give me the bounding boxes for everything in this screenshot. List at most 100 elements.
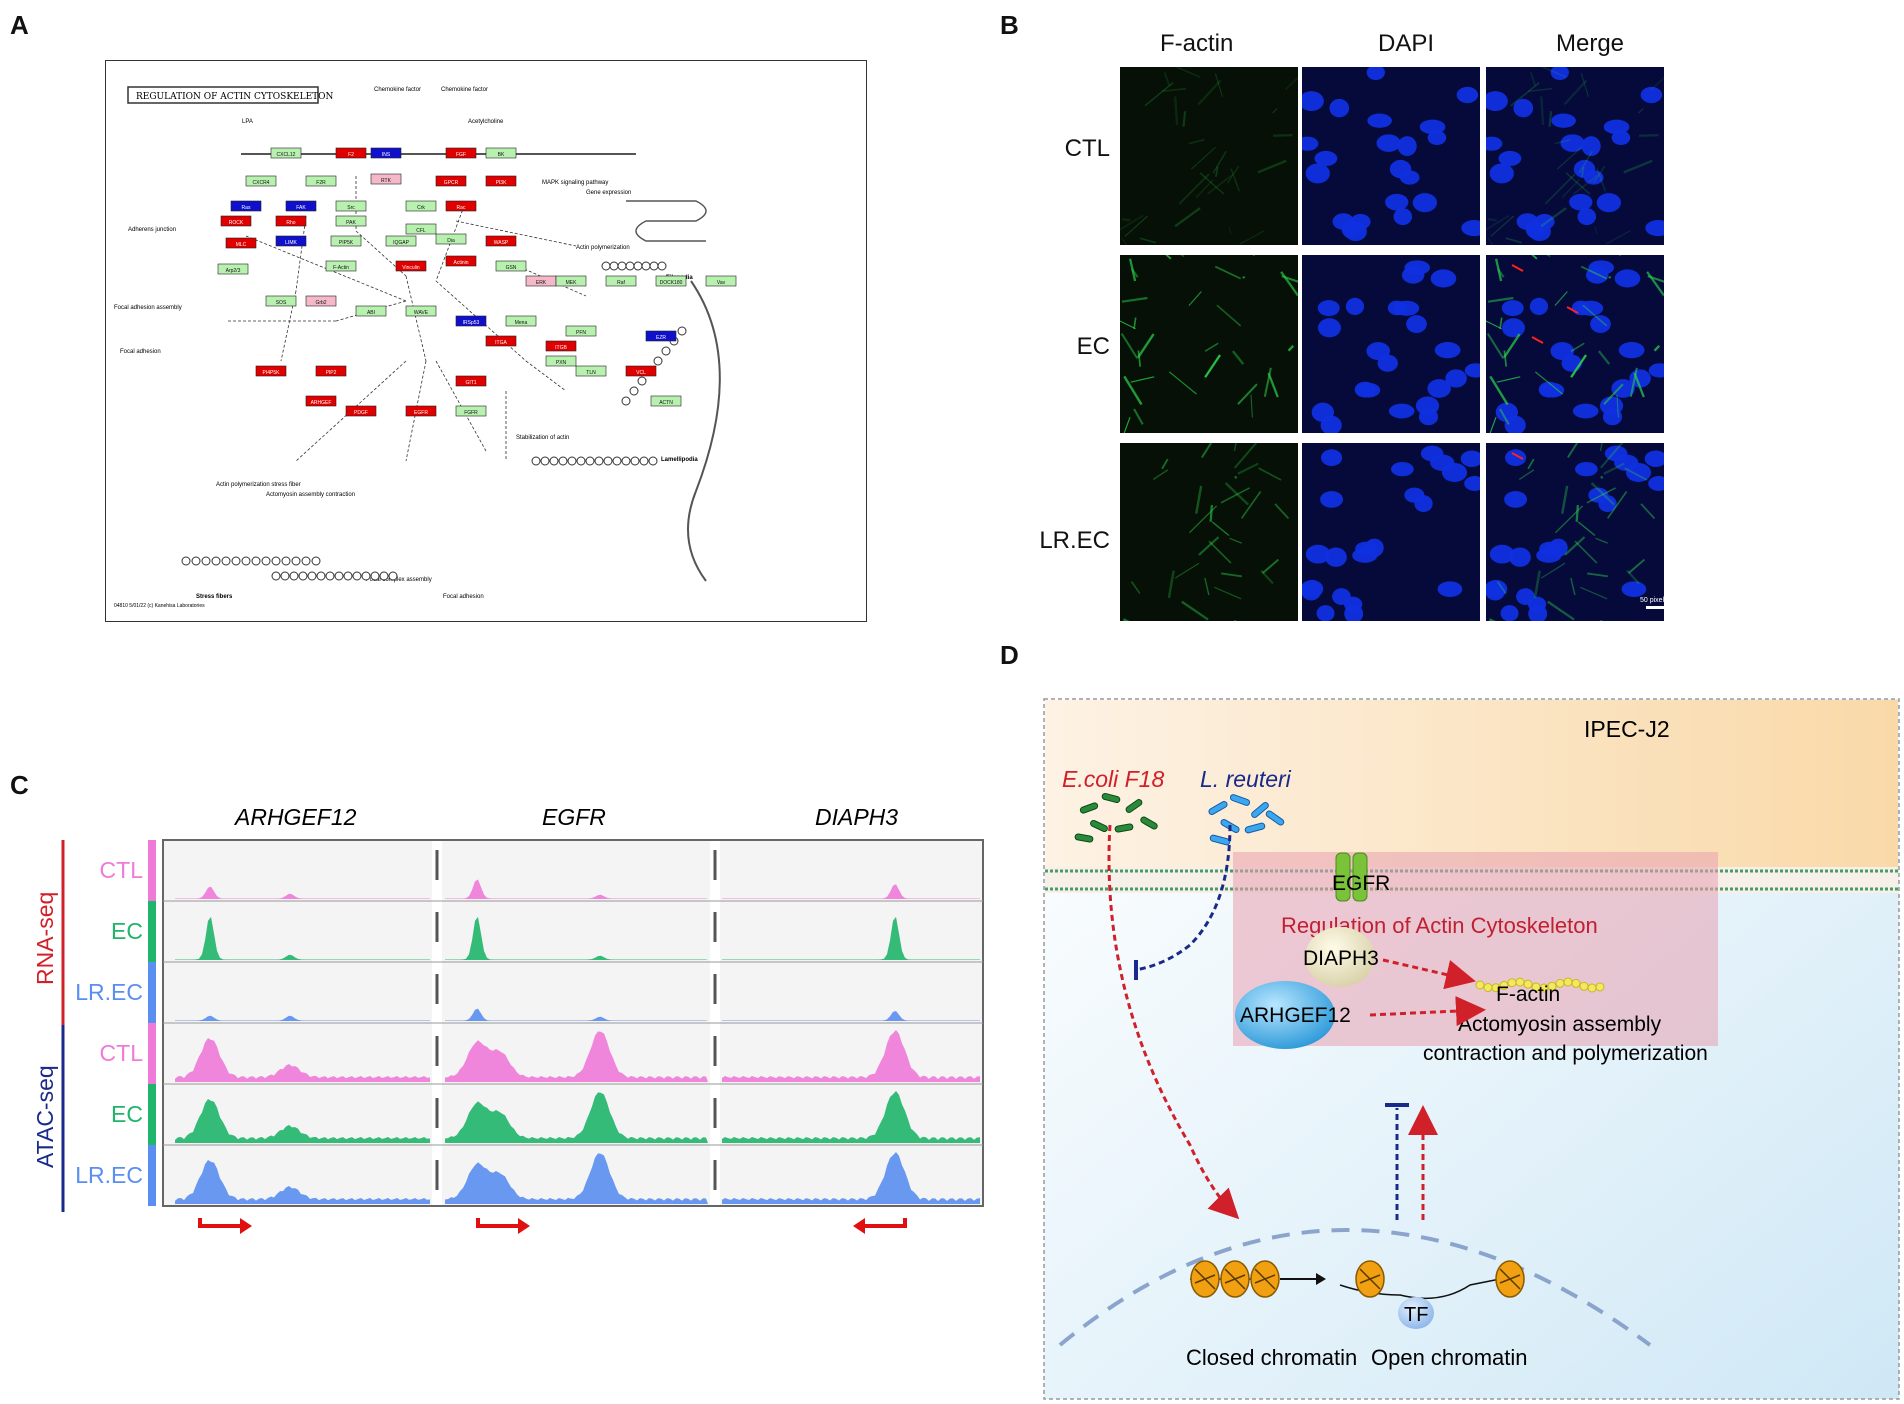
track-area (162, 839, 984, 1207)
actin-fiber (1274, 503, 1290, 520)
micrograph-merge-ctl (1486, 67, 1664, 245)
actin-bead (211, 556, 221, 566)
kegg-node-label: FGFR (464, 410, 478, 416)
nucleus (1427, 130, 1447, 146)
nucleus (1364, 538, 1384, 557)
nucleus (1406, 315, 1427, 334)
track-colorbars (148, 840, 156, 1206)
nucleus (1648, 363, 1664, 378)
ecoli-bacterium (1101, 792, 1121, 804)
actin-fiber (1527, 458, 1535, 470)
nucleus (1505, 449, 1527, 467)
kegg-node-label: RTK (381, 178, 392, 184)
nucleus (1529, 297, 1549, 316)
actin-fiber (1122, 618, 1130, 621)
kegg-node-box (485, 175, 517, 187)
actin-fiber (1546, 255, 1551, 258)
nucleus (1420, 445, 1444, 462)
nucleus (1344, 604, 1364, 621)
kegg-node-label: Arp2/3 (226, 268, 241, 274)
kegg-node-label: PAK (346, 220, 356, 226)
adherens-label: Adherens junction (128, 227, 176, 233)
kegg-node-box (335, 147, 367, 159)
actin-fiber (1214, 586, 1242, 600)
nucleus (1551, 113, 1576, 128)
nucleus (1528, 604, 1548, 621)
actin-fiber (1182, 111, 1187, 127)
actin-fiber (1128, 258, 1137, 282)
nuclear-envelope (1058, 1228, 1652, 1347)
kegg-node-label: ARHGEF (311, 400, 332, 406)
actin-fiber (1494, 258, 1503, 282)
actin-fiber (1540, 67, 1567, 79)
gene-title-egfr: EGFR (542, 804, 606, 830)
actin-bead (201, 556, 211, 566)
track-colorbar (148, 962, 156, 1023)
kegg-node-box (370, 173, 402, 185)
actin-fiber (1503, 350, 1508, 367)
actin-fiber (1252, 255, 1256, 257)
open-chromatin-label: Open chromatin (1371, 1345, 1528, 1370)
nucleus (1325, 547, 1347, 567)
panel-a-letter: A (10, 10, 29, 40)
kegg-copyright: 04810 5/01/22 (c) Kanehisa Laboratories (114, 603, 205, 609)
signal-track (445, 916, 708, 960)
kegg-node-label: PI3K (496, 180, 508, 186)
actin-fiber (1533, 570, 1541, 599)
micrograph-dapi-ctl (1302, 67, 1480, 245)
nucleosome-dna (1499, 1274, 1521, 1284)
actin-bead (661, 346, 671, 356)
row-label-lrec: LR.EC (1039, 527, 1110, 554)
actin-fiber (1505, 237, 1523, 244)
kegg-node-box (445, 255, 477, 267)
actin-fiber (1130, 376, 1155, 383)
nucleus (1427, 379, 1451, 398)
signal-track (175, 1015, 430, 1021)
nucleus (1321, 449, 1343, 467)
kegg-node-box (705, 275, 737, 287)
actin-bead (617, 261, 627, 271)
kegg-node-box (265, 295, 297, 307)
nucleus (1314, 150, 1338, 167)
nucleus (1489, 163, 1514, 184)
tss-arrow (198, 1218, 240, 1228)
nucleus (1604, 445, 1628, 462)
nucleus (1640, 86, 1663, 104)
kegg-node-label: F-Actin (333, 265, 349, 271)
signal-track (175, 1099, 430, 1143)
panel-d-letter: D (1000, 640, 1019, 670)
atac-seq-label: ATAC-seq (32, 1065, 58, 1168)
actin-fiber (1262, 558, 1280, 574)
nucleus (1561, 354, 1582, 372)
kegg-node-label: INS (382, 152, 391, 158)
actin-bead (271, 556, 281, 566)
actin-fiber (1120, 333, 1139, 360)
kegg-node-label: VCL (636, 370, 646, 376)
nucleus (1598, 495, 1617, 513)
actin-fiber (1540, 96, 1545, 125)
kegg-node-box (335, 215, 367, 227)
actin-bead (343, 571, 353, 581)
actin-fiber (1152, 469, 1169, 481)
actin-bead (221, 556, 231, 566)
actin-fiber (1487, 296, 1514, 303)
actin-fiber (1167, 570, 1175, 599)
genome-tracks-svg: ARHGEF12 EGFR DIAPH3 RNA-seq ATAC-seq CT… (32, 804, 984, 1234)
actin-bead (271, 571, 281, 581)
nucleosome-dna (1359, 1274, 1381, 1284)
actin-fiber (1564, 536, 1586, 556)
kegg-node-label: LIMK (285, 240, 297, 246)
actin-bead (316, 571, 326, 581)
kegg-node-box (485, 335, 517, 347)
actin-fiber (1133, 408, 1144, 425)
nucleus (1317, 300, 1340, 317)
actin-fiber (1623, 159, 1653, 174)
track-colorbar (148, 1023, 156, 1084)
actin-fiber (1227, 165, 1240, 184)
kegg-node-label: FGF (456, 152, 466, 158)
actin-bead (585, 456, 595, 466)
nucleus (1581, 136, 1601, 156)
nucleus (1445, 369, 1467, 388)
actin-fiber (1267, 372, 1279, 398)
nucleus (1412, 193, 1437, 213)
